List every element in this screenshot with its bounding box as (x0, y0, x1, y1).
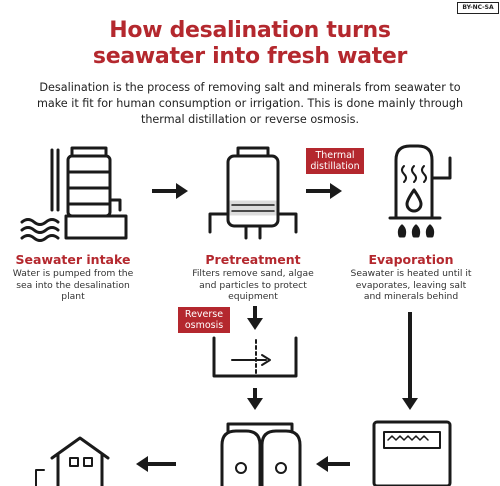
arrow-condenser-to-tanks (316, 456, 350, 472)
title-line-2: seawater into fresh water (92, 44, 408, 69)
arrow-pretreatment-to-evaporation (306, 183, 342, 199)
membrane-basin-icon (212, 336, 298, 378)
step-desc-intake: Water is pumped from the sea into the de… (12, 268, 134, 302)
flow-arrows (136, 183, 418, 472)
arrow-basin-to-tanks (247, 388, 263, 410)
step-title-intake: Seawater intake (15, 252, 131, 267)
storage-tanks-icon (220, 422, 302, 486)
intro-text: Desalination is the process of removing … (36, 81, 464, 126)
house-icon (35, 436, 110, 486)
arrow-evaporation-to-condenser (402, 312, 418, 410)
condenser-icon (372, 420, 452, 486)
pretreatment-tank-icon (208, 146, 298, 240)
tag-thermal-distillation: Thermal distillation (306, 148, 364, 174)
step-desc-pretreatment: Filters remove sand, algae and particles… (192, 268, 314, 302)
license-badge: BY-NC-SA (457, 2, 499, 14)
seawater-intake-icon (20, 146, 128, 242)
tag-reverse-osmosis: Reverse osmosis (178, 307, 230, 333)
page-title: How desalination turns seawater into fre… (0, 18, 500, 70)
step-title-evaporation: Evaporation (368, 252, 454, 267)
boiler-icon (388, 144, 452, 238)
step-desc-evaporation: Seawater is heated until it evaporates, … (350, 268, 472, 302)
arrow-intake-to-pretreatment (152, 183, 188, 199)
step-title-pretreatment: Pretreatment (205, 252, 301, 267)
arrow-tanks-to-house (136, 456, 176, 472)
arrow-down-to-basin (247, 306, 263, 330)
title-line-1: How desalination turns (109, 18, 391, 43)
